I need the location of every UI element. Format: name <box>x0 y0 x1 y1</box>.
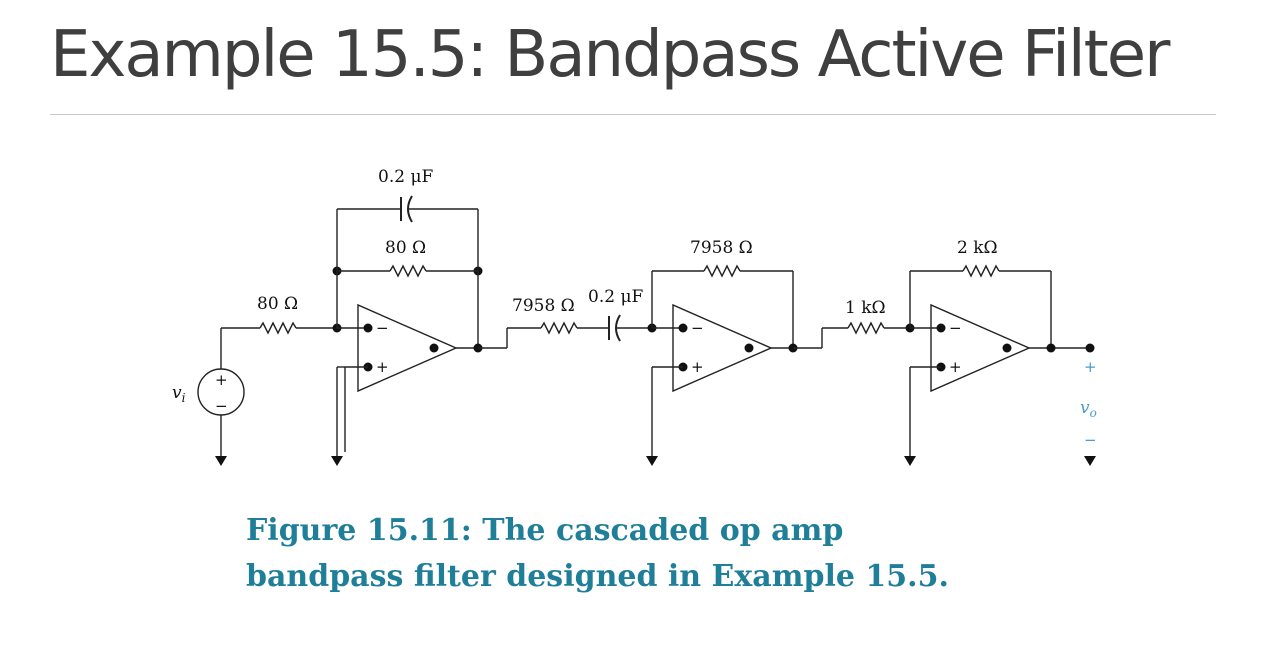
resistor-stage1-feedback-label: 80 Ω <box>385 238 426 258</box>
resistor-stage1-feedback <box>389 264 427 278</box>
output-plus-sign: + <box>1084 358 1097 376</box>
resistor-stage2-input-label: 7958 Ω <box>512 296 575 316</box>
opamp-stage3-plus: + <box>949 358 962 376</box>
opamp-stage1-inverting-node <box>363 323 373 333</box>
opamp-stage1-minus: − <box>376 319 389 337</box>
output-minus-sign: − <box>1084 431 1097 449</box>
output-terminal <box>1085 343 1095 353</box>
resistor-input-1-label: 80 Ω <box>257 294 298 314</box>
resistor-stage2-feedback <box>703 264 741 278</box>
opamp-stage2-plus: + <box>691 358 704 376</box>
resistor-stage3-input-label: 1 kΩ <box>845 298 886 318</box>
title-divider <box>50 114 1216 115</box>
figure-caption-line-1: Figure 15.11: The cascaded op amp <box>246 513 844 548</box>
source-label-subscript: i <box>182 391 186 405</box>
resistor-input-1 <box>259 321 297 335</box>
ground-arrow-stage3 <box>904 456 916 466</box>
voltage-source: + − vi <box>172 368 245 416</box>
opamp-stage2 <box>672 303 773 393</box>
output-label-v: v <box>1080 398 1090 418</box>
resistor-stage2-feedback-label: 7958 Ω <box>690 238 753 258</box>
opamp-stage1 <box>357 303 458 393</box>
junction-stage3-output <box>1046 343 1056 353</box>
ground-arrow-stage2 <box>646 456 658 466</box>
opamp-stage2-output-node <box>744 343 754 353</box>
output-label: vo <box>1080 398 1097 420</box>
ground-arrow-source <box>215 456 227 466</box>
opamp-stage1-output-node <box>429 343 439 353</box>
opamp-stage1-plus: + <box>376 358 389 376</box>
opamp-stage3-minus: − <box>949 319 962 337</box>
capacitor-stage1-label: 0.2 μF <box>378 167 433 187</box>
figure-caption-line-2: bandpass filter designed in Example 15.5… <box>246 559 949 594</box>
opamp-stage2-minus: − <box>691 319 704 337</box>
opamp-stage3-inverting-node <box>936 323 946 333</box>
source-label-v: v <box>172 383 182 403</box>
resistor-stage3-feedback-label: 2 kΩ <box>957 238 998 258</box>
resistor-stage3-feedback <box>962 264 1000 278</box>
opamp-stage3 <box>930 303 1031 393</box>
slide-title: Example 15.5: Bandpass Active Filter <box>50 18 1170 92</box>
resistor-stage3-input <box>847 321 885 335</box>
capacitor-stage2-label: 0.2 μF <box>588 287 643 307</box>
ground-arrow-stage1 <box>331 456 343 466</box>
output-label-subscript: o <box>1090 406 1097 420</box>
opamp-stage3-output-node <box>1002 343 1012 353</box>
resistor-stage2-input <box>540 321 578 335</box>
figure-caption: Figure 15.11: The cascaded op amp bandpa… <box>246 508 1006 600</box>
source-plus-sign: + <box>215 371 228 389</box>
output-ground-arrow <box>1084 456 1096 466</box>
source-minus-sign: − <box>215 397 228 415</box>
opamp-stage2-inverting-node <box>678 323 688 333</box>
source-label: vi <box>172 383 186 405</box>
